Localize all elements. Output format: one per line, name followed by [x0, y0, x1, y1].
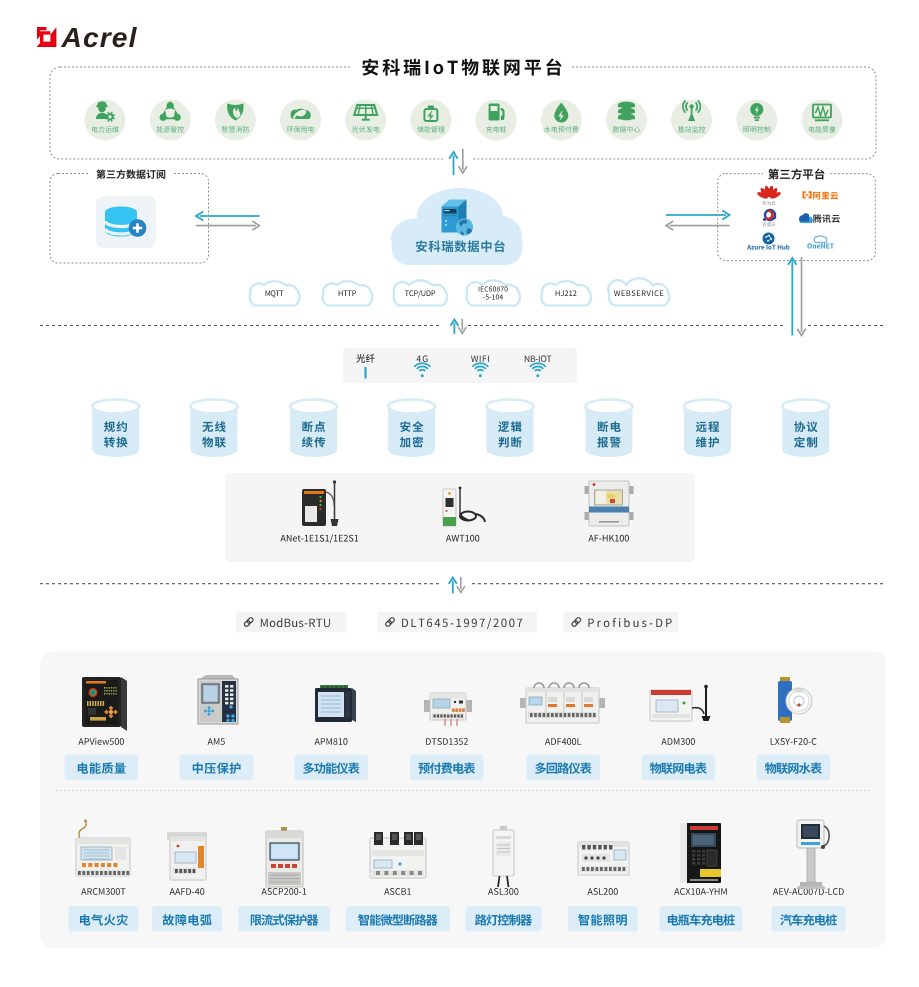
svg-text:Acrel: Acrel — [61, 21, 138, 53]
